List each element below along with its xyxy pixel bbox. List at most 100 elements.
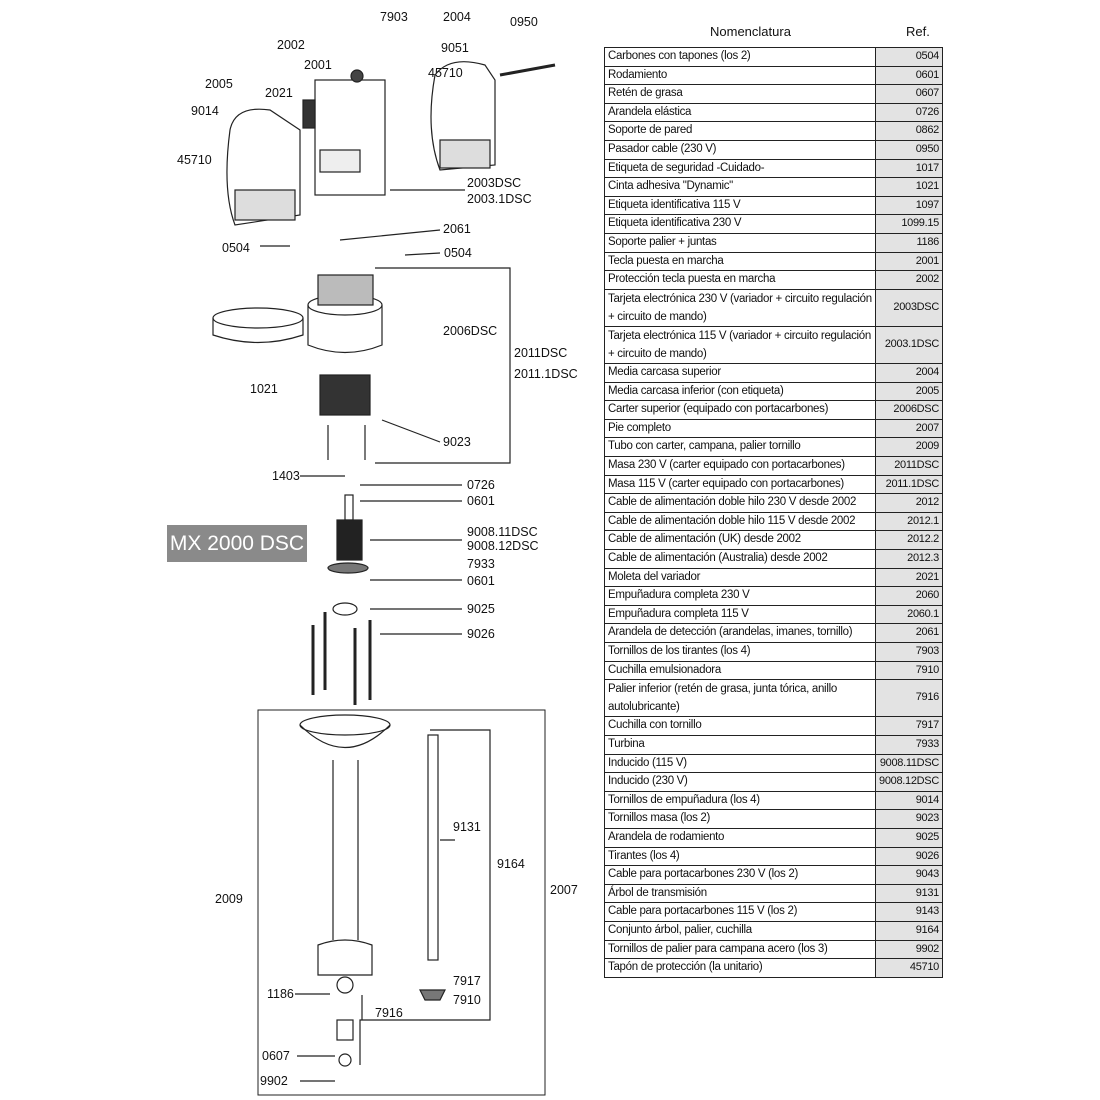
- part-ref: 1017: [875, 158, 943, 179]
- part-ref: 2009: [875, 437, 943, 458]
- part-ref: 2012.3: [875, 549, 943, 569]
- table-row: Tornillos de empuñadura (los 4)9014: [604, 790, 943, 811]
- part-name: Masa 115 V (carter equipado con portacar…: [604, 474, 876, 495]
- part-name: Rodamiento: [604, 65, 876, 86]
- callout-9902: 9902: [260, 1074, 288, 1088]
- part-name: Cable de alimentación doble hilo 115 V d…: [604, 511, 876, 532]
- part-ref: 7910: [875, 660, 943, 681]
- table-row: Arandela de detección (arandelas, imanes…: [604, 623, 943, 643]
- part-ref: 9008.12DSC: [875, 772, 943, 792]
- part-name: Cinta adhesiva "Dynamic": [604, 177, 876, 197]
- callout-2003dsc: 2003DSC: [467, 176, 522, 190]
- part-name: Cable de alimentación (UK) desde 2002: [604, 530, 876, 551]
- part-ref: 9164: [875, 920, 943, 941]
- part-ref: 2004: [875, 363, 943, 383]
- callout-2006dsc: 2006DSC: [443, 324, 498, 338]
- part-name: Soporte palier + juntas: [604, 232, 876, 253]
- part-ref: 1099.15: [875, 214, 943, 234]
- parts-drawing: [212, 61, 556, 1096]
- table-header-ref: Ref.: [906, 24, 930, 39]
- part-ref: 9014: [875, 790, 943, 811]
- table-row: Cable de alimentación doble hilo 115 V d…: [604, 511, 943, 532]
- part-name: Inducido (230 V): [604, 772, 876, 792]
- tie-rods: [311, 612, 372, 705]
- part-name: Tubo con carter, campana, palier tornill…: [604, 437, 876, 458]
- callout-1186: 1186: [267, 987, 294, 1001]
- callout-7910: 7910: [453, 993, 481, 1007]
- part-ref: 7903: [875, 642, 943, 662]
- table-row: Masa 115 V (carter equipado con portacar…: [604, 474, 943, 495]
- callout-2002: 2002: [277, 38, 305, 52]
- callout-1403: 1403: [272, 469, 300, 483]
- callout-7903: 7903: [380, 10, 408, 24]
- callout-1021: 1021: [250, 382, 278, 396]
- callout-2004: 2004: [443, 10, 471, 24]
- callout-2011-1dsc: 2011.1DSC: [514, 367, 578, 381]
- part-name: Media carcasa superior: [604, 363, 876, 383]
- table-row: Tirantes (los 4)9026: [604, 846, 943, 867]
- part-name: Arandela elástica: [604, 102, 876, 123]
- part-name: Tornillos masa (los 2): [604, 809, 876, 829]
- part-name: Cable para portacarbones 230 V (los 2): [604, 865, 876, 885]
- tube-part: [299, 724, 391, 940]
- rotor-part: [336, 519, 363, 561]
- part-ref: 2003.1DSC: [875, 325, 943, 365]
- part-name: Media carcasa inferior (con etiqueta): [604, 381, 876, 402]
- callout-45710: 45710: [428, 66, 463, 80]
- part-name: Etiqueta de seguridad -Cuidado-: [604, 158, 876, 179]
- callout-9051: 9051: [441, 41, 469, 55]
- table-row: Cable para portacarbones 230 V (los 2)90…: [604, 865, 943, 885]
- callout-0504: 0504: [444, 246, 472, 260]
- part-name: Tecla puesta en marcha: [604, 251, 876, 272]
- callout-0726: 0726: [467, 478, 495, 492]
- part-name: Cable de alimentación doble hilo 230 V d…: [604, 493, 876, 513]
- part-ref: 0726: [875, 102, 943, 123]
- part-name: Etiqueta identificativa 230 V: [604, 214, 876, 234]
- part-name: Tirantes (los 4): [604, 846, 876, 867]
- part-ref: 9902: [875, 939, 943, 960]
- part-ref: 9023: [875, 809, 943, 829]
- callout-0950: 0950: [510, 15, 538, 29]
- part-ref: 2007: [875, 418, 943, 439]
- table-row: Tornillos de los tirantes (los 4)7903: [604, 642, 943, 662]
- part-name: Empuñadura completa 230 V: [604, 586, 876, 606]
- callout-9131: 9131: [453, 820, 481, 834]
- part-ref: 2006DSC: [875, 400, 943, 420]
- part-ref: 9025: [875, 827, 943, 848]
- callout-9008-12dsc: 9008.12DSC: [467, 539, 539, 553]
- part-ref: 2012.2: [875, 530, 943, 551]
- table-row: Tarjeta electrónica 115 V (variador + ci…: [604, 325, 943, 365]
- part-ref: 2002: [875, 270, 943, 290]
- table-row: Pasador cable (230 V)0950: [604, 139, 943, 160]
- part-ref: 2061: [875, 623, 943, 643]
- part-ref: 2011.1DSC: [875, 474, 943, 495]
- part-ref: 7933: [875, 734, 943, 755]
- part-ref: 7916: [875, 679, 943, 718]
- part-name: Cable de alimentación (Australia) desde …: [604, 549, 876, 569]
- part-ref: 9026: [875, 846, 943, 867]
- table-row: Cable de alimentación (Australia) desde …: [604, 549, 943, 569]
- table-row: Tubo con carter, campana, palier tornill…: [604, 437, 943, 458]
- part-name: Pie completo: [604, 418, 876, 439]
- part-name: Inducido (115 V): [604, 753, 876, 774]
- part-name: Empuñadura completa 115 V: [604, 604, 876, 625]
- part-ref: 2060.1: [875, 604, 943, 625]
- part-ref: 7917: [875, 716, 943, 736]
- part-ref: 2005: [875, 381, 943, 402]
- exploded-parts-diagram: MX 2000 DSC 7903 2004 0950 2002 9051 200…: [167, 10, 578, 1096]
- part-name: Pasador cable (230 V): [604, 139, 876, 160]
- table-row: Etiqueta de seguridad -Cuidado-1017: [604, 158, 943, 179]
- part-name: Arandela de rodamiento: [604, 827, 876, 848]
